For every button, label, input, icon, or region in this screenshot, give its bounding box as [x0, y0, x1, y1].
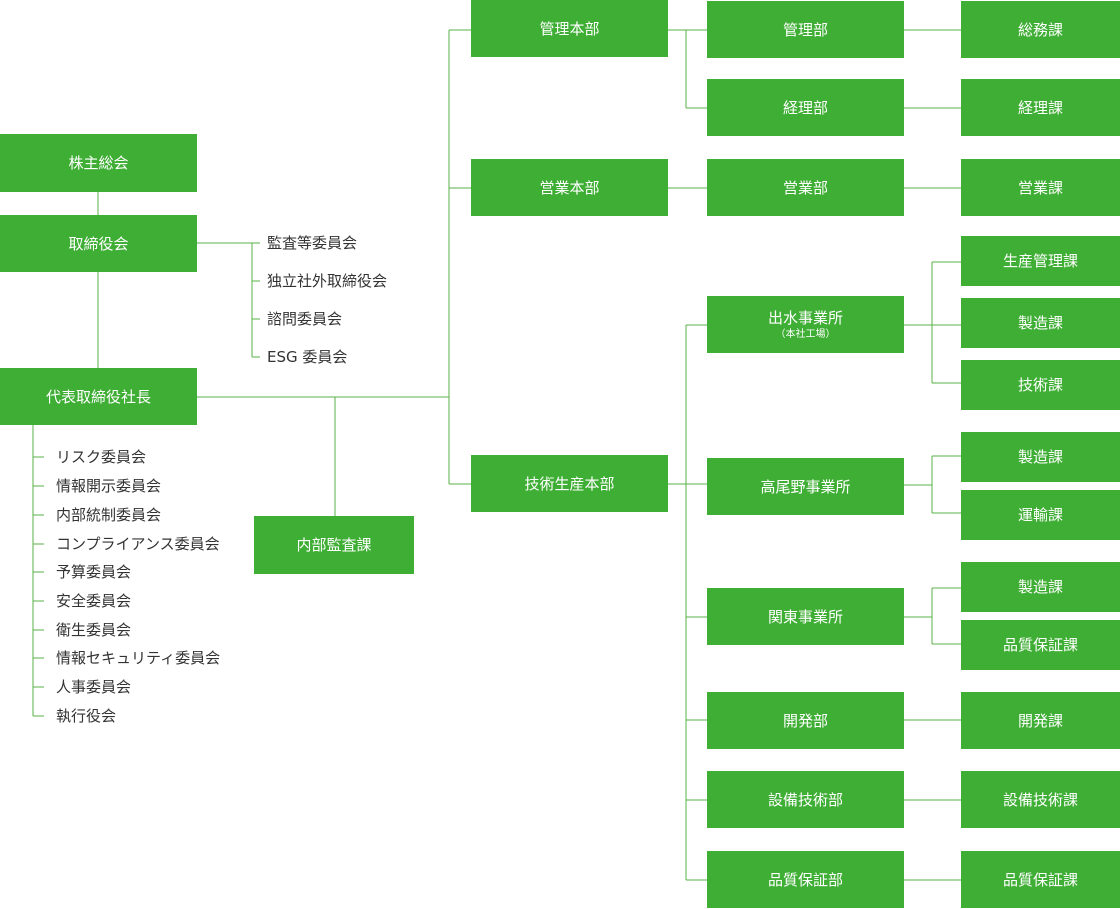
section-kaihatsu-label: 開発課 [1017, 711, 1063, 730]
president-committee: 人事委員会 [56, 678, 132, 696]
board-committee: ESG 委員会 [267, 348, 348, 366]
shareholders-label: 株主総会 [68, 154, 129, 172]
section-izumi-gijutsu-label: 技術課 [1017, 376, 1063, 394]
president-committee: 情報開示委員会 [56, 477, 162, 495]
section-takao-seizo: 製造課 [961, 432, 1120, 482]
division-sales-label: 営業本部 [539, 178, 600, 197]
section-hinshitsu-label: 品質保証課 [1002, 870, 1078, 889]
dept-kanto: 関東事業所 [707, 588, 904, 645]
division-tech-label: 技術生産本部 [524, 474, 615, 493]
internal-audit-label: 内部監査課 [296, 536, 372, 554]
board-box: 取締役会 [0, 215, 197, 272]
president-box: 代表取締役社長 [0, 368, 197, 425]
dept-izumi: 出水事業所 （本社工場） [707, 296, 904, 353]
president-committee: コンプライアンス委員会 [56, 535, 220, 553]
section-kanto-hinshitsu: 品質保証課 [961, 620, 1120, 670]
dept-takao: 高尾野事業所 [707, 458, 904, 515]
section-takao-seizo-label: 製造課 [1017, 448, 1063, 466]
section-keiri-label: 経理課 [1017, 98, 1063, 117]
section-setsubi: 設備技術課 [961, 771, 1120, 828]
president-committee: 内部統制委員会 [56, 506, 162, 524]
section-takao-unyu-label: 運輸課 [1017, 506, 1063, 524]
section-kanto-hinshitsu-label: 品質保証課 [1002, 636, 1078, 654]
section-hinshitsu: 品質保証課 [961, 851, 1120, 908]
president-committee: 情報セキュリティ委員会 [56, 649, 221, 667]
dept-setsubi: 設備技術部 [707, 771, 904, 828]
dept-izumi-label: 出水事業所 [767, 308, 843, 327]
president-committee: 安全委員会 [56, 592, 132, 610]
dept-keiri: 経理部 [707, 79, 904, 136]
president-committee: 衛生委員会 [56, 621, 132, 639]
section-kaihatsu: 開発課 [961, 692, 1120, 749]
section-eigyo-label: 営業課 [1017, 178, 1063, 197]
section-eigyo: 営業課 [961, 159, 1120, 216]
section-kanto-seizo: 製造課 [961, 562, 1120, 612]
dept-hinshitsu: 品質保証部 [707, 851, 904, 908]
section-izumi-seizo: 製造課 [961, 298, 1120, 348]
dept-takao-label: 高尾野事業所 [760, 477, 851, 496]
president-committee: 予算委員会 [56, 563, 132, 581]
dept-keiri-label: 経理部 [782, 98, 828, 117]
section-kanto-seizo-label: 製造課 [1017, 578, 1063, 596]
section-seisan-kanri-label: 生産管理課 [1002, 252, 1078, 270]
division-sales: 営業本部 [471, 159, 668, 216]
dept-izumi-sublabel: （本社工場） [775, 328, 836, 340]
president-committee: リスク委員会 [56, 448, 147, 466]
section-takao-unyu: 運輸課 [961, 490, 1120, 540]
division-admin-label: 管理本部 [539, 19, 600, 38]
section-izumi-seizo-label: 製造課 [1017, 314, 1063, 332]
dept-eigyo: 営業部 [707, 159, 904, 216]
division-tech: 技術生産本部 [471, 455, 668, 512]
board-committee: 諮問委員会 [267, 310, 343, 328]
shareholders-box: 株主総会 [0, 134, 197, 192]
president-label: 代表取締役社長 [45, 387, 151, 406]
dept-hinshitsu-label: 品質保証部 [767, 870, 843, 889]
dept-kanto-label: 関東事業所 [767, 607, 843, 626]
dept-kanri: 管理部 [707, 1, 904, 58]
section-seisan-kanri: 生産管理課 [961, 236, 1120, 286]
section-setsubi-label: 設備技術課 [1002, 790, 1078, 809]
internal-audit-box: 内部監査課 [254, 516, 414, 574]
division-admin: 管理本部 [471, 0, 668, 57]
dept-kanri-label: 管理部 [782, 20, 828, 39]
dept-eigyo-label: 営業部 [782, 178, 828, 197]
board-committee: 独立社外取締役会 [267, 272, 388, 290]
dept-setsubi-label: 設備技術部 [767, 790, 843, 809]
section-keiri: 経理課 [961, 79, 1120, 136]
dept-kaihatsu: 開発部 [707, 692, 904, 749]
section-somu: 総務課 [961, 1, 1120, 58]
section-somu-label: 総務課 [1017, 20, 1063, 39]
board-label: 取締役会 [68, 234, 129, 253]
dept-kaihatsu-label: 開発部 [782, 711, 828, 730]
board-committee: 監査等委員会 [267, 234, 358, 252]
section-izumi-gijutsu: 技術課 [961, 360, 1120, 410]
president-committee: 執行役会 [56, 707, 117, 725]
